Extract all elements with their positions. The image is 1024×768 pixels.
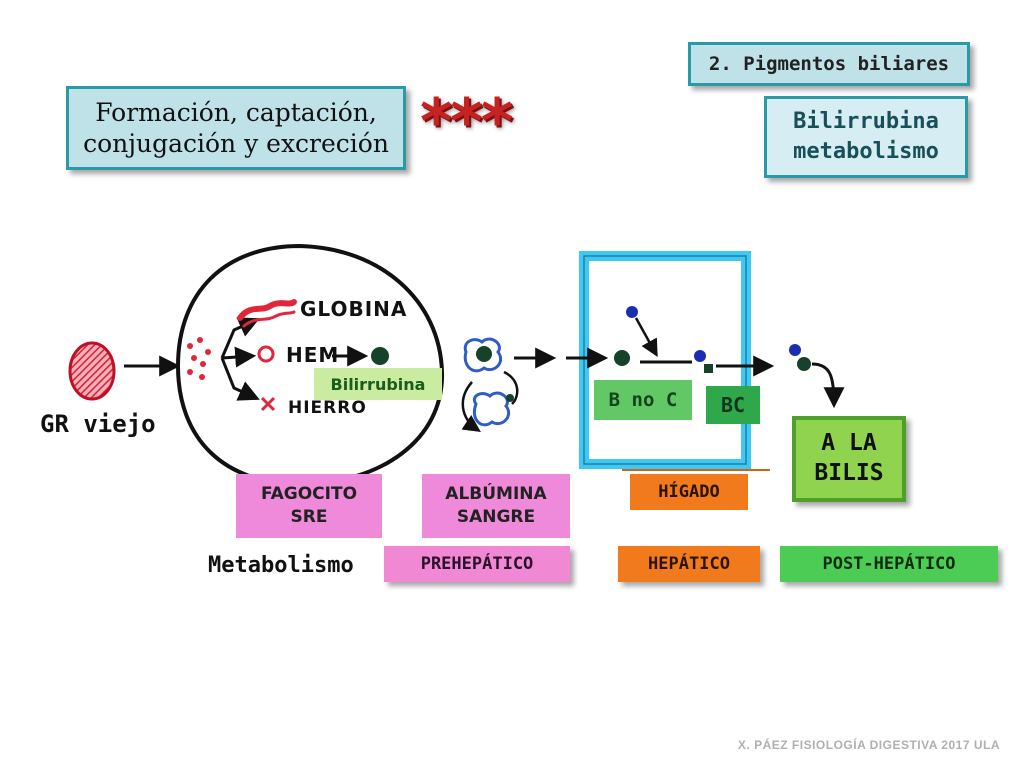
fagocito-box: FAGOCITO SRE <box>236 474 382 538</box>
title-box: Formación, captación, conjugación y excr… <box>66 86 406 170</box>
section-tag: 2. Pigmentos biliares <box>688 42 970 86</box>
gr-viejo-label: GR viejo <box>40 410 156 438</box>
bile-exit <box>789 344 845 409</box>
higado-box: HÍGADO <box>630 474 748 510</box>
globina-label: GLOBINA <box>300 297 408 321</box>
prehepatico-box: PREHEPÁTICO <box>384 546 570 582</box>
b-no-c-tag: B no C <box>594 380 692 420</box>
bilirrubina-tag: Bilirrubina <box>314 368 442 400</box>
posthepatico-box: POST-HEPÁTICO <box>780 546 998 582</box>
hierro-label: HIERRO <box>288 398 367 418</box>
hem-label: HEM <box>286 343 340 367</box>
albumina-box: ALBÚMINA SANGRE <box>422 474 570 538</box>
red-blood-cell-icon <box>68 341 116 401</box>
subtitle-box: Bilirrubina metabolismo <box>764 96 968 178</box>
albumin-carrier-icon <box>461 337 519 432</box>
a-la-bilis-box: A LA BILIS <box>792 416 906 502</box>
hepatico-box: HEPÁTICO <box>618 546 760 582</box>
metabolismo-label: Metabolismo <box>208 553 354 578</box>
bc-tag: BC <box>706 386 760 424</box>
liver-cell <box>566 251 775 471</box>
footer-credit: X. PÁEZ FISIOLOGÍA DIGESTIVA 2017 ULA <box>737 738 1000 752</box>
stars-decoration: *** <box>420 85 513 158</box>
